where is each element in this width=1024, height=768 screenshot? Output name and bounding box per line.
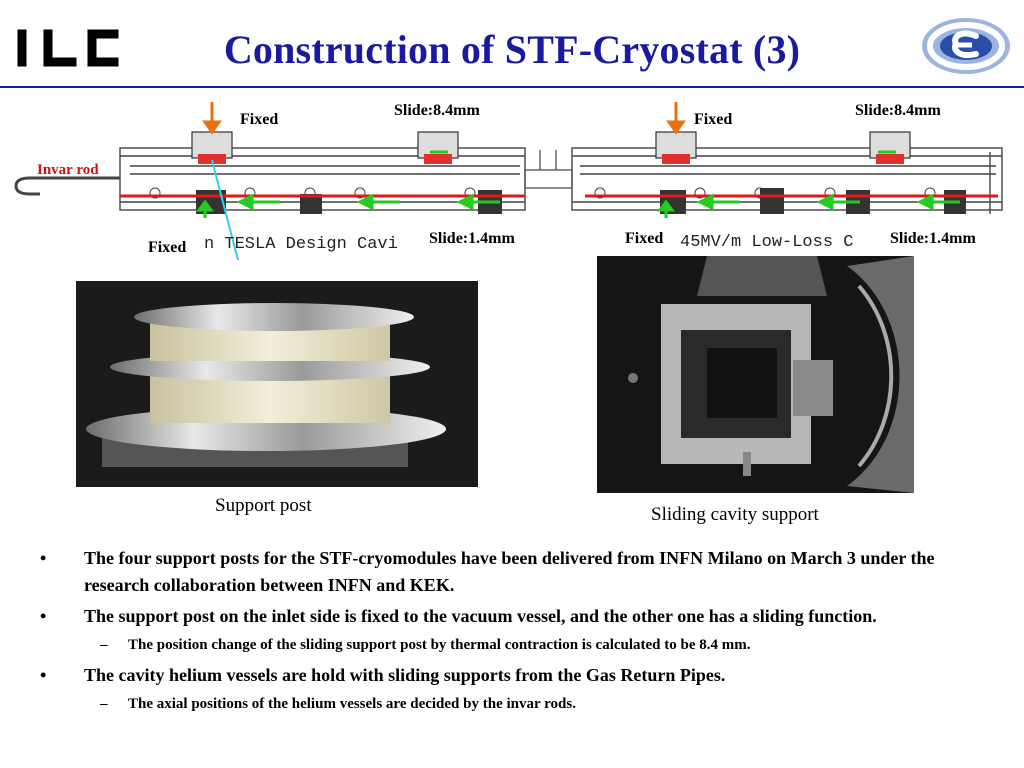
support-posts [191,131,911,159]
kek-logo [922,18,1010,74]
support-post-caption: Support post [215,495,312,516]
page-title: Construction of STF-Cryostat (3) [223,27,801,72]
bullet-item: • The cavity helium vessels are hold wit… [40,662,1000,689]
label-slide-top-left: Slide:8.4mm [394,102,480,119]
bullet-dash-icon: – [100,696,108,712]
label-fixed-bottom-left: Fixed [148,239,187,256]
cryostat-drawing [14,102,1003,260]
drawing-text-left: n TESLA Design Cavi [204,235,398,254]
support-post-photo [76,281,478,487]
label-slide-bottom-left: Slide:1.4mm [429,230,515,247]
sub-bullet-text: The position change of the sliding suppo… [128,637,751,653]
label-slide-bottom-right: Slide:1.4mm [890,230,976,247]
slide-arrows [196,150,960,218]
bullet-list: • The four support posts for the STF-cry… [40,545,1000,721]
support-post-pointer [211,159,240,260]
bullet-item: • The support post on the inlet side is … [40,603,1000,630]
bullet-item: • The four support posts for the STF-cry… [40,545,1000,599]
module-interconnect [524,150,573,189]
cryostat-diagram: Fixed Slide:8.4mm Fixed Slide:8.4mm Inva… [0,90,1024,260]
support-flanges [198,154,904,164]
bullet-dot-icon: • [40,606,47,626]
sliding-support-caption: Sliding cavity support [651,504,819,525]
sub-bullet-item: – The axial positions of the helium vess… [40,693,1000,715]
label-invar-rod: Invar rod [37,162,99,178]
bullet-text: The cavity helium vessels are hold with … [84,665,726,685]
bullet-dot-icon: • [40,665,47,685]
label-slide-top-right: Slide:8.4mm [855,102,941,119]
bullet-dash-icon: – [100,637,108,653]
sub-bullet-text: The axial positions of the helium vessel… [128,696,576,712]
bullet-text: The four support posts for the STF-cryom… [84,548,935,595]
inlet-pipe [14,176,120,196]
title-divider [0,86,1024,88]
label-fixed-top-right: Fixed [694,111,733,128]
sliding-cavity-support-photo [597,256,914,493]
label-fixed-bottom-right: Fixed [625,230,664,247]
bullet-text: The support post on the inlet side is fi… [84,606,877,626]
label-fixed-top-left: Fixed [240,111,279,128]
drawing-text-right: 45MV/m Low-Loss C [680,233,854,252]
bullet-dot-icon: • [40,548,47,568]
sub-bullet-item: – The position change of the sliding sup… [40,634,1000,656]
ilc-logo [17,29,119,67]
fixed-arrows [202,102,686,135]
vacuum-vessel-right [571,147,1003,214]
